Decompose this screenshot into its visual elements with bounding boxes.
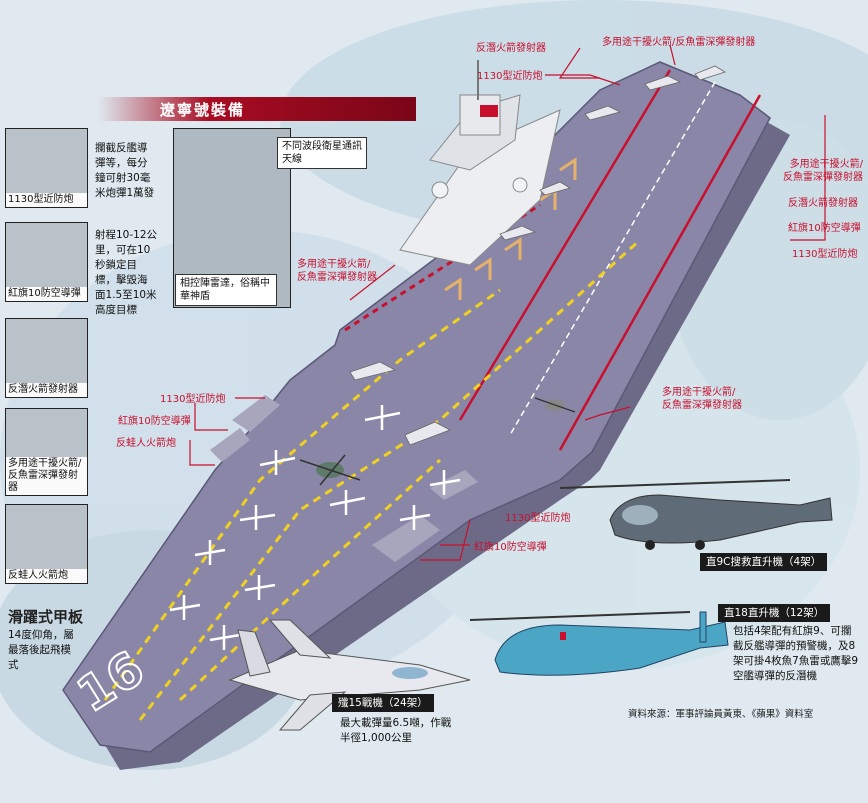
- side-photo-hq10: 紅旗10防空導彈: [5, 222, 88, 302]
- ski-jump-desc: 14度仰角，屬最落後起飛模式: [8, 629, 74, 671]
- label-left-ciws: 1130型近防炮: [160, 394, 226, 405]
- label-right-multi: 多用途干擾火箭/反魚雷深彈發射器: [783, 159, 863, 183]
- ski-jump-title: 滑躍式甲板: [8, 608, 84, 626]
- label-mid-multi: 多用途干擾火箭/反魚雷深彈發射器: [297, 259, 377, 283]
- side-photo-multi: 多用途干擾火箭/反魚雷深彈發射器: [5, 408, 88, 496]
- z9-title: 直9C搜救直升機（4架）: [700, 553, 828, 571]
- side-photo-caption: 反潛火箭發射器: [6, 383, 87, 397]
- title-banner: [98, 97, 416, 121]
- j15-title: 殲15戰機（24架）: [332, 694, 434, 712]
- deck-markings: [169, 405, 461, 650]
- z18-title: 直18直升機（12架）: [718, 604, 831, 622]
- label-right-hq10: 紅旗10防空導彈: [788, 223, 861, 234]
- side-photo-antisub: 反潛火箭發射器: [5, 318, 88, 398]
- source-credit: 資料來源：軍事評論員黃東、《蘋果》資料室: [628, 709, 814, 720]
- label-satcom: 不同波段衛星通訊天線: [277, 137, 367, 169]
- label-top-antisub: 反潛火箭發射器: [476, 43, 546, 54]
- island-superstructure: [399, 60, 561, 266]
- deck-helicopter: [299, 397, 576, 486]
- label-right-ciws: 1130型近防炮: [792, 249, 858, 260]
- j15-fighter: [228, 619, 471, 731]
- label-low-multi: 多用途干擾火箭/反魚雷深彈發射器: [662, 387, 742, 411]
- leader-lines: [189, 44, 826, 561]
- side-photo-caption: 反蛙人火箭炮: [6, 569, 87, 583]
- side-photo-caption: 紅旗10防空導彈: [6, 287, 87, 301]
- yellow-takeoff-line-2: [138, 238, 642, 721]
- label-left-frog: 反蛙人火箭炮: [116, 438, 176, 449]
- side-desc-ciws: 攔截反艦導彈等，每分鐘可射30毫米炮彈1萬發: [95, 142, 155, 199]
- angled-deck-line-2: [558, 94, 762, 451]
- side-photo-frogman: 反蛙人火箭炮: [5, 504, 88, 584]
- label-left-hq10: 紅旗10防空導彈: [118, 416, 191, 427]
- z9-helicopter: [559, 479, 833, 550]
- side-desc-hq10: 射程10-12公里，可在10秒鎖定目標，擊毀海面1.5至10米高度目標: [95, 229, 158, 316]
- angled-deck-white: [509, 81, 716, 436]
- side-photo-caption: 多用途干擾火箭/反魚雷深彈發射器: [6, 457, 87, 495]
- deck-jet: [349, 65, 726, 446]
- sponson-bottom: [372, 515, 440, 562]
- side-photo-ciws: 1130型近防炮: [5, 128, 88, 208]
- label-bottom-hq10: 紅旗10防空導彈: [474, 542, 547, 553]
- j15-desc: 最大載彈量6.5噸，作戰半徑1,000公里: [340, 717, 452, 744]
- label-right-antisub: 反潛火箭發射器: [788, 198, 858, 209]
- red-dashed-line: [344, 203, 541, 332]
- label-top-ciws: 1130型近防炮: [477, 71, 543, 82]
- page-title: 遼寧號裝備: [160, 101, 246, 119]
- label-bottom-ciws: 1130型近防炮: [505, 513, 571, 524]
- sponson-bottom-2: [430, 470, 478, 500]
- label-radar: 相控陣雷達，俗稱中華神盾: [175, 274, 277, 306]
- z18-helicopter: [469, 611, 729, 676]
- sponson-left-2: [210, 428, 250, 462]
- sponson-left: [232, 395, 280, 432]
- label-top-multi: 多用途干擾火箭/反魚雷深彈發射器: [602, 37, 756, 48]
- z18-desc: 包括4架配有紅旗9、可攔截反艦導彈的預警機，及8架可掛4枚魚7魚雷或鷹擊9空艦導…: [733, 625, 859, 682]
- side-photo-caption: 1130型近防炮: [6, 193, 87, 207]
- angled-deck-line-1: [458, 69, 672, 421]
